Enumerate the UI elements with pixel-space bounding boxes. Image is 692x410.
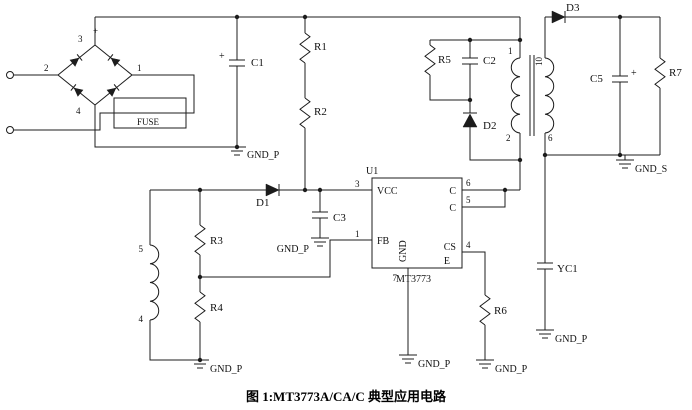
r1-label: R1 [314,41,327,53]
gnd-yc1: GND_P [536,329,588,345]
res-r4: R4 [194,291,223,360]
gnd-c3-label: GND_P [277,244,310,255]
pin-gnd-label: GND [398,240,409,262]
gnd-c1-label: GND_P [247,150,280,161]
r4-label: R4 [210,302,223,314]
u1-ref: U1 [366,166,378,177]
d3-label: D3 [566,2,580,14]
circuit-schematic: FUSE 3 + 2 1 4 + C1 GND_P [6,2,682,375]
res-r1: R1 [299,17,327,64]
c5-plus: + [631,68,637,79]
aux-winding: 5 4 [139,190,200,361]
c3-label: C3 [333,212,346,224]
gnd-s-label: GND_S [635,164,667,175]
bridge-diode-bl [70,84,84,97]
res-r5 [424,44,436,76]
r2-label: R2 [314,106,327,118]
xfmr-pin-6: 6 [548,133,553,143]
pin-fb-label: FB [377,236,390,247]
pin-num-5: 5 [466,195,471,205]
pin-c-upper-label: C [449,186,456,197]
diode-d1-branch: D1 [150,183,372,209]
pin-num-1: 1 [355,229,360,239]
output-stage: D3 C5 + R7 [545,2,682,160]
snubber: R5 C2 D2 [424,39,520,161]
pin-num-3: 3 [355,179,360,189]
r7-label: R7 [669,67,682,79]
pin-e-label: E [444,256,450,267]
res-r2: R2 [299,63,327,190]
bridge-diode-tr [107,54,121,67]
diode-d1 [265,183,280,197]
xfmr-pin-10: 10 [534,57,544,67]
pin-num-6: 6 [466,178,471,188]
bridge-rectifier: 3 + 2 1 4 [44,26,237,148]
gnd-r6-label: GND_P [495,364,528,375]
gnd-c3: GND_P [277,237,329,255]
cap-c1: + C1 [219,17,264,147]
aux-pin-5: 5 [139,244,144,254]
fuse-label: FUSE [137,117,160,127]
ic-u1: U1 MT3773 VCC FB GND C C CS E 3 1 6 5 4 … [355,166,471,285]
junction-dots [197,14,623,363]
bridge-diode-br [106,84,120,97]
c1-plus: + [219,51,225,62]
pin-num-4: 4 [466,240,471,250]
yc1-label: YC1 [557,263,578,275]
c5-label: C5 [590,73,603,85]
bridge-pin-2: 2 [44,63,49,73]
pin-cs-label: CS [444,242,456,253]
bridge-diode-tl [69,54,83,67]
c1-label: C1 [251,57,264,69]
gnd-c1: GND_P [228,146,280,161]
bridge-pin-1: 1 [137,63,142,73]
primary-winding [510,57,521,134]
xfmr-pin-2: 2 [506,133,511,143]
bridge-pin-3: 3 [78,34,83,44]
gnd-s: GND_S [616,159,667,175]
res-r7 [654,57,666,89]
cap-yc1: YC1 [537,262,578,330]
r3-label: R3 [210,235,223,247]
gnd-r4: GND_P [191,359,243,375]
xfmr-pin-1: 1 [508,46,513,56]
input-terminal-top [6,71,14,79]
input-terminal-bottom [6,126,14,134]
fb-wire [200,239,372,278]
res-r3: R3 [194,190,223,292]
transformer: 1 2 10 6 [506,17,555,263]
cap-c3: C3 [312,190,346,238]
r5-label: R5 [438,54,451,66]
pin-c-lower-label: C [449,203,456,214]
pin-num-7: 7 [393,273,398,283]
bridge-pin-4: 4 [76,106,81,116]
gnd-yc1-label: GND_P [555,334,588,345]
gnd-ic: GND_P [399,354,451,370]
res-r6: R6 [479,294,507,360]
figure-caption: 图 1:MT3773A/CA/C 典型应用电路 [245,389,447,404]
u1-part: MT3773 [396,274,431,285]
ic-pin-wires [407,189,520,355]
pin-vcc-label: VCC [377,186,398,197]
aux-pin-4: 4 [139,314,144,324]
r6-label: R6 [494,305,507,317]
secondary-winding [544,57,555,134]
dc-bus-wires [94,16,520,45]
bridge-plus: + [93,26,98,36]
gnd-r4-label: GND_P [210,364,243,375]
fuse: FUSE [113,74,195,129]
diode-d3 [551,10,566,24]
gnd-r6: GND_P [476,359,528,375]
c2-label: C2 [483,55,496,67]
ac-input-terminals [6,71,114,134]
d2-label: D2 [483,120,496,132]
d1-label: D1 [256,197,269,209]
gnd-ic-label: GND_P [418,359,451,370]
diode-d2 [462,113,478,128]
